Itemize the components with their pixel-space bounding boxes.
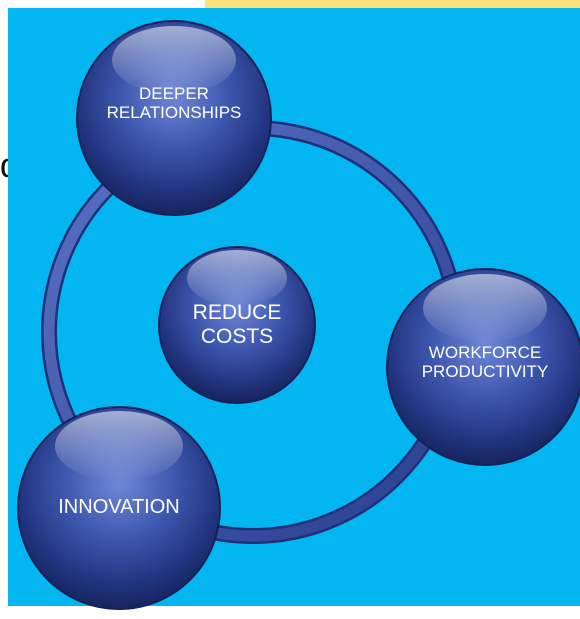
clipped-text: d (0, 143, 8, 189)
label-deeper-relationships: DEEPER RELATIONSHIPS (106, 83, 242, 122)
accent-strip (205, 0, 580, 8)
node-reduce-costs (158, 246, 316, 404)
label-workforce-productivity: WORKFORCE PRODUCTIVITY (421, 342, 549, 381)
node-deeper-relationships (76, 20, 272, 216)
node-innovation (17, 406, 221, 610)
label-reduce-costs: REDUCE COSTS (192, 301, 282, 348)
node-workforce-productivity (386, 268, 580, 466)
label-innovation: INNOVATION (58, 495, 180, 518)
